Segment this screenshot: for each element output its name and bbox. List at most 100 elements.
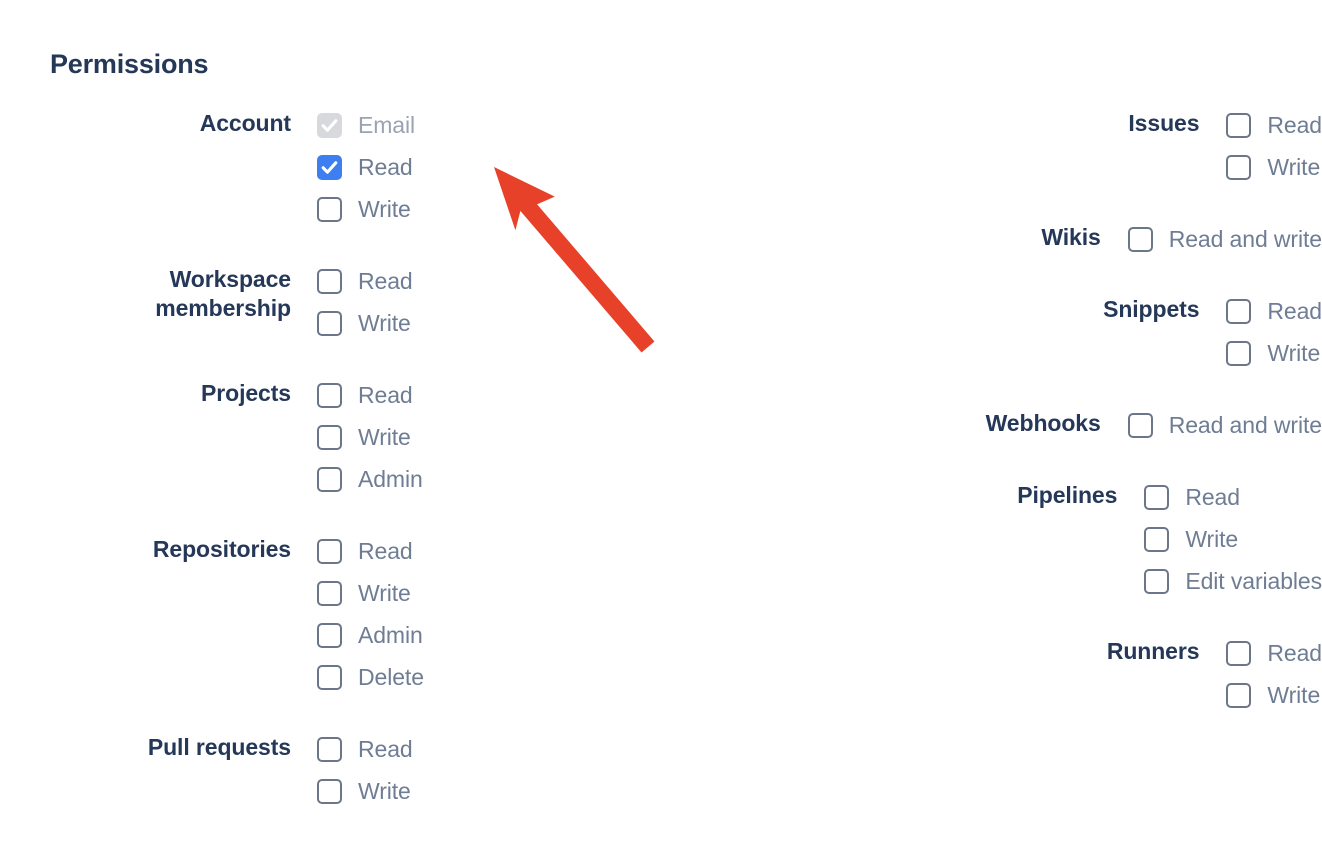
- permission-option-repositories-admin[interactable]: Admin: [317, 614, 424, 656]
- permission-option-webhooks-read-and-write[interactable]: Read and write: [1127, 404, 1322, 446]
- checkbox-unchecked-icon[interactable]: [317, 622, 342, 648]
- checkbox-checked-disabled-icon: [317, 112, 342, 138]
- checkbox-unchecked-icon[interactable]: [317, 466, 342, 492]
- permission-option-projects-write[interactable]: Write: [317, 416, 423, 458]
- permission-option-pipelines-write[interactable]: Write: [1144, 518, 1322, 560]
- checkbox-unchecked-icon[interactable]: [317, 664, 342, 690]
- permission-option-issues-read[interactable]: Read: [1226, 104, 1322, 146]
- checkbox-unchecked-icon[interactable]: [1127, 412, 1153, 438]
- option-label-runners-read[interactable]: Read: [1267, 639, 1322, 666]
- group-label-runners: Runners: [1106, 638, 1200, 664]
- checkbox-unchecked-icon[interactable]: [1127, 226, 1153, 252]
- group-label-wikis: Wikis: [1041, 224, 1101, 250]
- option-label-pipelines-write[interactable]: Write: [1185, 525, 1239, 552]
- group-label-snippets: Snippets: [1103, 296, 1200, 322]
- option-label-snippets-write[interactable]: Write: [1267, 339, 1321, 366]
- permission-option-snippets-write[interactable]: Write: [1226, 332, 1322, 374]
- permission-option-projects-admin[interactable]: Admin: [317, 458, 423, 500]
- option-label-account-email[interactable]: Email: [358, 111, 416, 138]
- checkbox-unchecked-icon[interactable]: [317, 580, 342, 606]
- permission-option-wikis-read-and-write[interactable]: Read and write: [1127, 218, 1322, 260]
- option-label-repositories-read[interactable]: Read: [358, 537, 413, 564]
- group-label-repositories: Repositories: [152, 536, 291, 562]
- permission-option-runners-read[interactable]: Read: [1226, 632, 1322, 674]
- permission-option-repositories-read[interactable]: Read: [317, 530, 424, 572]
- permission-option-pull-requests-read[interactable]: Read: [317, 728, 413, 770]
- permission-option-projects-read[interactable]: Read: [317, 374, 423, 416]
- option-label-snippets-read[interactable]: Read: [1267, 297, 1322, 324]
- option-label-workspace-membership-read[interactable]: Read: [358, 267, 413, 294]
- option-label-repositories-delete[interactable]: Delete: [358, 663, 424, 690]
- checkbox-unchecked-icon[interactable]: [317, 538, 342, 564]
- checkbox-checked-icon[interactable]: [317, 154, 342, 180]
- option-label-account-write[interactable]: Write: [358, 195, 411, 222]
- group-label-webhooks: Webhooks: [985, 410, 1101, 436]
- option-label-projects-admin[interactable]: Admin: [358, 465, 423, 492]
- permission-option-repositories-delete[interactable]: Delete: [317, 656, 424, 698]
- option-label-pull-requests-write[interactable]: Write: [358, 777, 411, 804]
- checkbox-unchecked-icon[interactable]: [1226, 154, 1252, 180]
- checkbox-unchecked-icon[interactable]: [1226, 298, 1252, 324]
- option-label-pull-requests-read[interactable]: Read: [358, 735, 413, 762]
- option-list-wikis: Read and write: [1101, 218, 1322, 260]
- permission-option-pull-requests-write[interactable]: Write: [317, 770, 413, 812]
- option-label-pipelines-read[interactable]: Read: [1185, 483, 1240, 510]
- group-label-projects: Projects: [201, 380, 291, 406]
- checkbox-unchecked-icon[interactable]: [1144, 484, 1170, 510]
- option-label-issues-read[interactable]: Read: [1267, 111, 1322, 138]
- permission-option-account-read[interactable]: Read: [317, 146, 415, 188]
- permission-option-account-write[interactable]: Write: [317, 188, 415, 230]
- option-list-webhooks: Read and write: [1101, 404, 1322, 446]
- checkbox-unchecked-icon[interactable]: [1226, 112, 1252, 138]
- permission-option-issues-write[interactable]: Write: [1226, 146, 1322, 188]
- option-label-repositories-write[interactable]: Write: [358, 579, 411, 606]
- checkbox-unchecked-icon[interactable]: [1226, 340, 1252, 366]
- checkbox-unchecked-icon[interactable]: [317, 736, 342, 762]
- checkbox-unchecked-icon[interactable]: [1226, 682, 1252, 708]
- option-label-projects-write[interactable]: Write: [358, 423, 411, 450]
- permission-option-workspace-membership-read[interactable]: Read: [317, 260, 413, 302]
- checkbox-unchecked-icon[interactable]: [317, 424, 342, 450]
- checkbox-unchecked-icon[interactable]: [317, 382, 342, 408]
- option-label-repositories-admin[interactable]: Admin: [358, 621, 423, 648]
- option-label-wikis-read-and-write[interactable]: Read and write: [1168, 225, 1322, 252]
- option-label-projects-read[interactable]: Read: [358, 381, 413, 408]
- checkbox-unchecked-icon[interactable]: [317, 196, 342, 222]
- permission-option-repositories-write[interactable]: Write: [317, 572, 424, 614]
- option-label-pipelines-edit-variables[interactable]: Edit variables: [1185, 567, 1322, 594]
- option-label-account-read[interactable]: Read: [358, 153, 413, 180]
- permission-option-pipelines-read[interactable]: Read: [1144, 476, 1322, 518]
- checkbox-unchecked-icon[interactable]: [1226, 640, 1252, 666]
- option-label-issues-write[interactable]: Write: [1267, 153, 1321, 180]
- option-label-webhooks-read-and-write[interactable]: Read and write: [1168, 411, 1322, 438]
- checkbox-unchecked-icon[interactable]: [317, 268, 342, 294]
- checkbox-unchecked-icon[interactable]: [317, 778, 342, 804]
- option-label-workspace-membership-write[interactable]: Write: [358, 309, 411, 336]
- option-label-runners-write[interactable]: Write: [1267, 681, 1321, 708]
- checkbox-unchecked-icon[interactable]: [1144, 568, 1170, 594]
- permission-option-workspace-membership-write[interactable]: Write: [317, 302, 413, 344]
- group-label-issues: Issues: [1128, 110, 1200, 136]
- permission-option-snippets-read[interactable]: Read: [1226, 290, 1322, 332]
- checkbox-unchecked-icon[interactable]: [317, 310, 342, 336]
- permission-option-runners-write[interactable]: Write: [1226, 674, 1322, 716]
- page-title: Permissions: [50, 49, 209, 79]
- permission-option-pipelines-edit-variables[interactable]: Edit variables: [1144, 560, 1322, 602]
- group-label-workspace-membership: Workspace membership: [155, 266, 291, 321]
- checkbox-unchecked-icon[interactable]: [1144, 526, 1170, 552]
- permission-option-account-email[interactable]: Email: [317, 104, 415, 146]
